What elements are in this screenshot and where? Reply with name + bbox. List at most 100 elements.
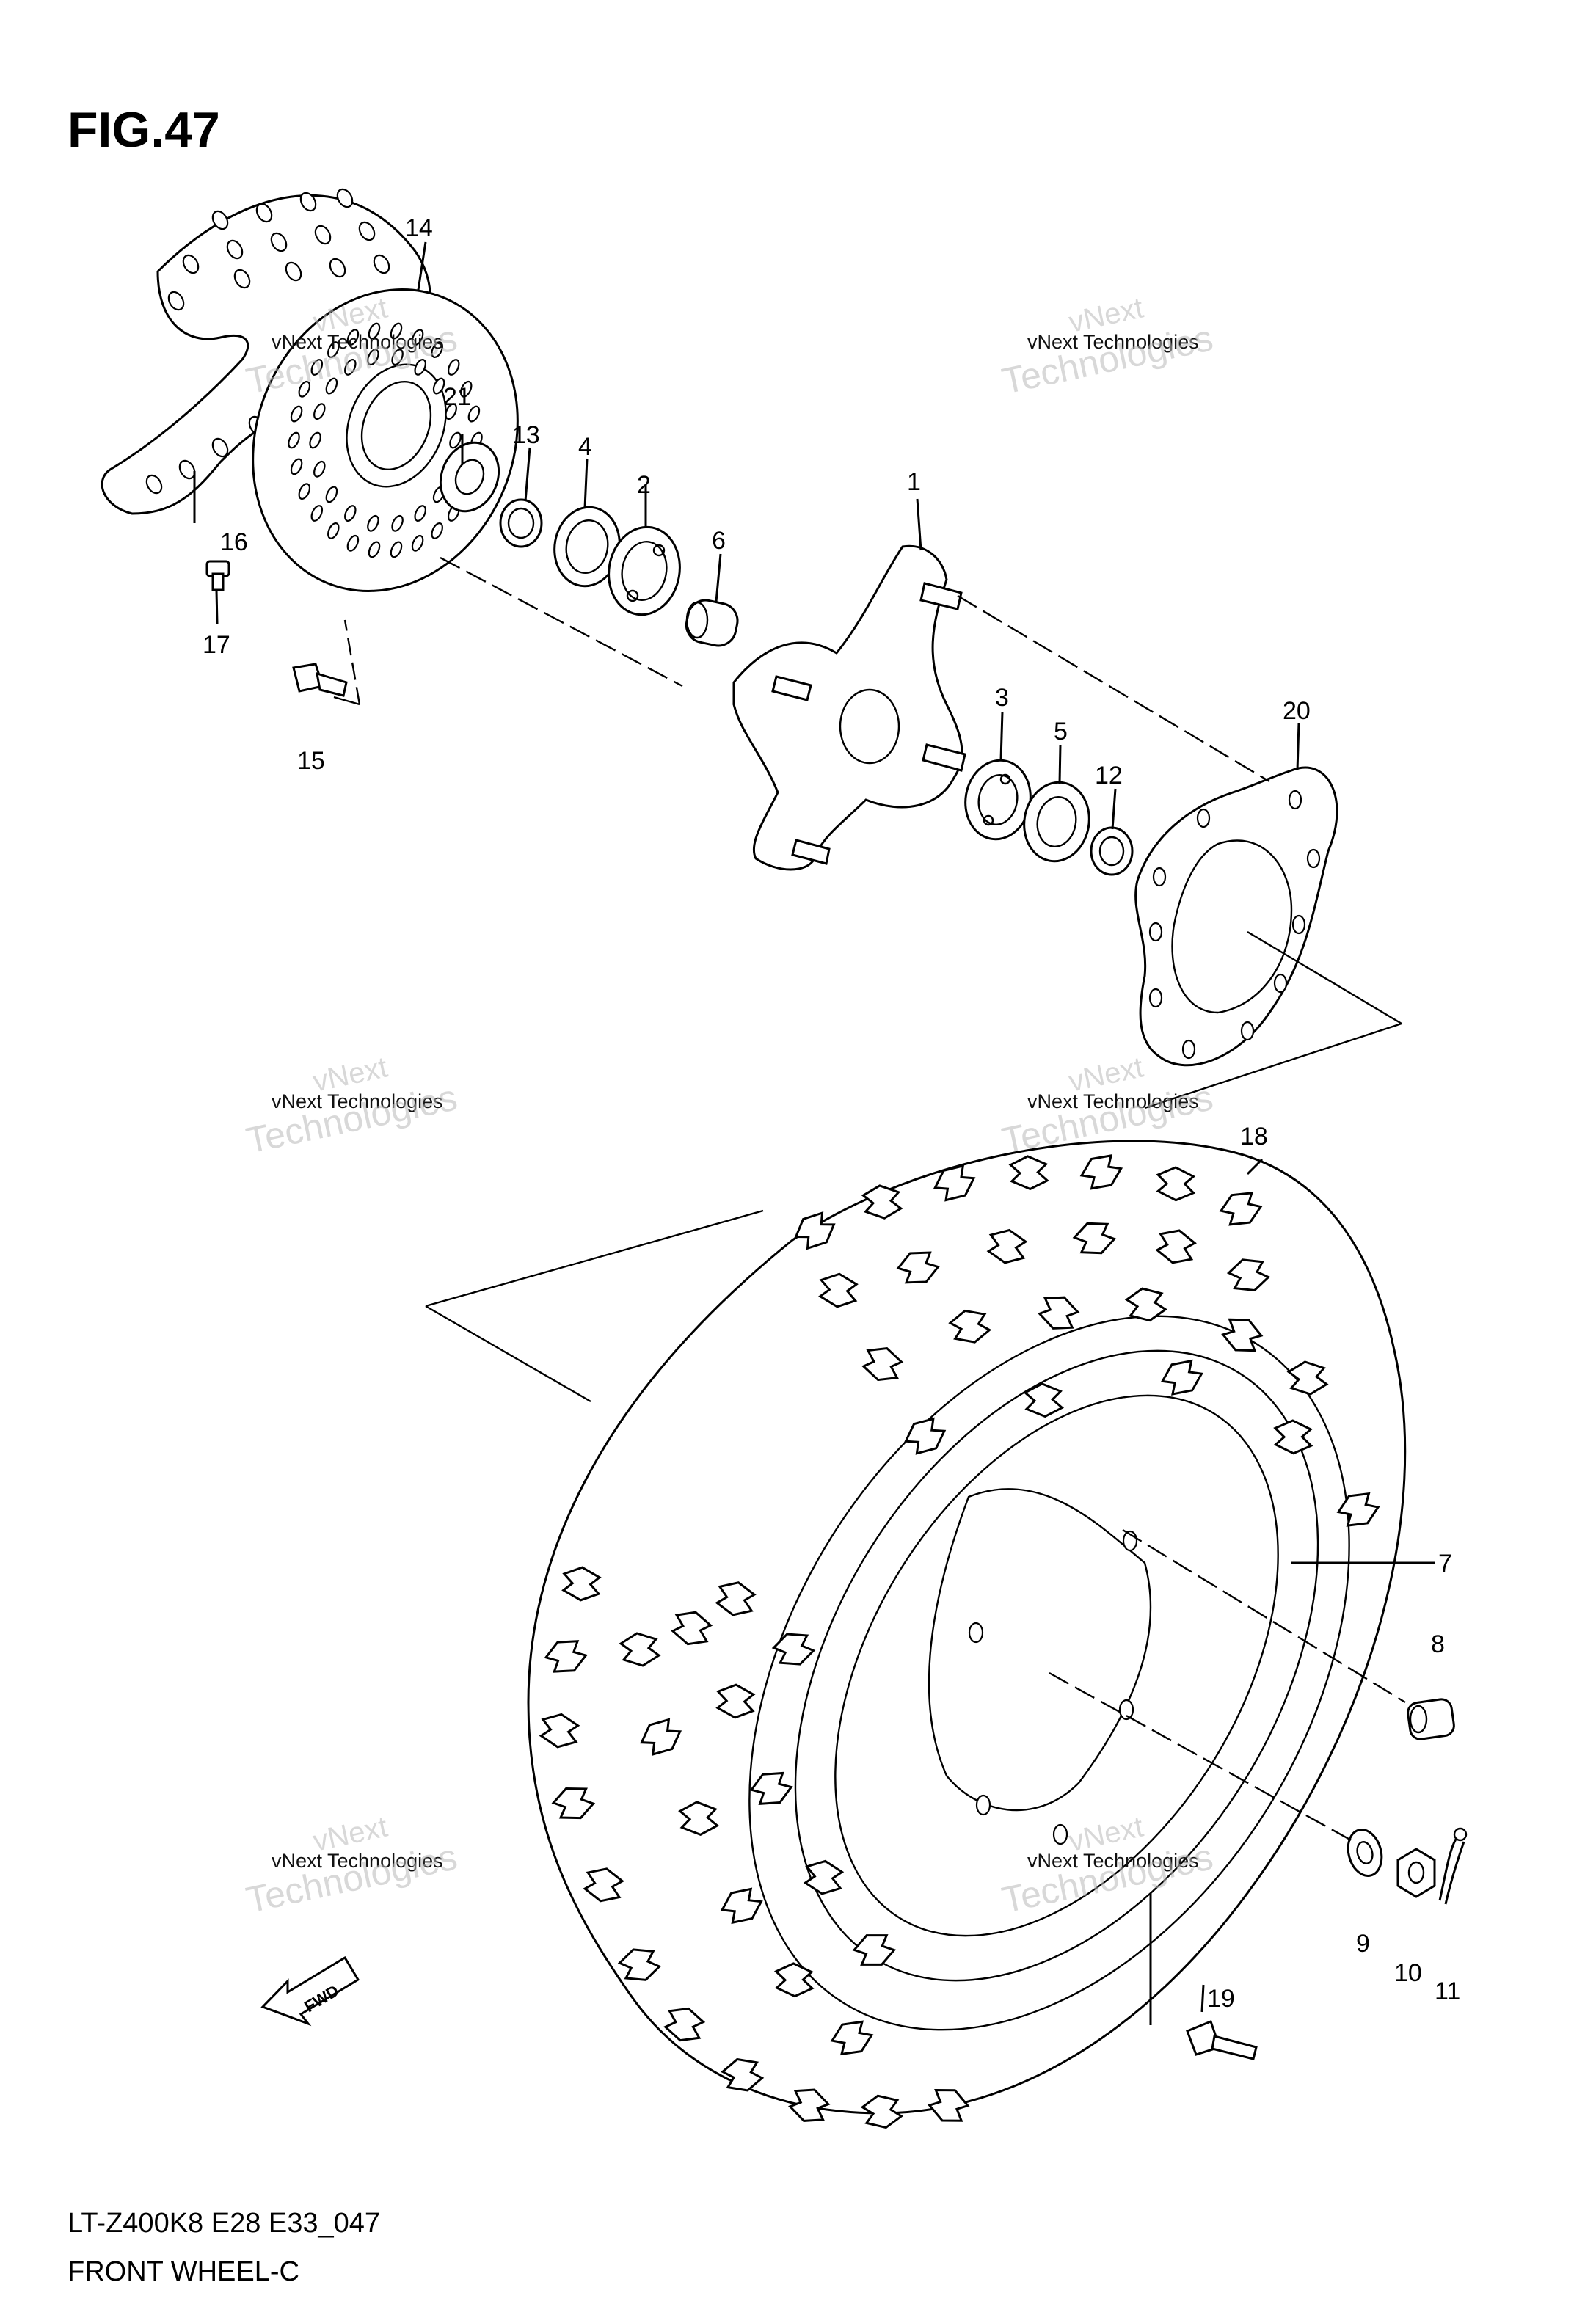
callout-5: 5: [1054, 718, 1068, 745]
disc-hole: [309, 431, 321, 449]
bearing-3-part: [964, 759, 1032, 841]
tread-block: [1226, 1258, 1271, 1292]
tread-block: [539, 1713, 580, 1749]
disc-hole: [290, 405, 303, 423]
tread-block: [1273, 1419, 1313, 1455]
guard-hole: [329, 258, 346, 278]
tread-block: [928, 2089, 970, 2122]
disc-hole: [325, 486, 338, 503]
disc-hole: [414, 359, 426, 376]
disc-hole: [327, 522, 340, 539]
tread-block: [721, 2057, 765, 2092]
disc-hole: [368, 322, 381, 340]
front-tire-part: [527, 1140, 1407, 2129]
tread-block: [1336, 1492, 1380, 1527]
tread-block: [1155, 1229, 1197, 1264]
callout-16: 16: [220, 528, 248, 556]
tread-block: [1038, 1296, 1080, 1330]
disc-hole: [449, 431, 462, 449]
tread-block: [1023, 1382, 1065, 1418]
model-code: LT-Z400K8 E28 E33_047: [68, 2208, 380, 2239]
tread-block: [1221, 1318, 1264, 1352]
tread-block: [788, 2088, 831, 2122]
disc-hole: [390, 541, 403, 558]
watermark-text: vNext Technologies: [272, 331, 443, 353]
tread-block: [933, 1164, 976, 1202]
guard-hole: [1306, 848, 1321, 869]
rim-hole: [1052, 1823, 1068, 1845]
disc-hole: [313, 460, 326, 478]
figure-title: FIG.47: [68, 102, 220, 158]
spacer-12-part: [1090, 826, 1134, 876]
guard-hole: [255, 203, 273, 223]
disc-hole: [445, 403, 457, 420]
washer-9-part: [1347, 1829, 1383, 1877]
callout-13: 13: [512, 421, 540, 449]
tread-block: [852, 1934, 897, 1966]
figure-caption: FRONT WHEEL-C: [68, 2256, 299, 2287]
spacer-13-part: [499, 498, 543, 548]
bolt-15-part: [292, 663, 348, 697]
valve-19-part: [1186, 2020, 1258, 2060]
guard-hole: [1288, 790, 1302, 810]
tread-block: [544, 1640, 588, 1673]
tread-block: [561, 1566, 602, 1602]
disc-hole: [391, 349, 404, 366]
disc-hole: [298, 483, 311, 500]
guard-hole: [1273, 973, 1288, 994]
tread-block: [1156, 1166, 1196, 1202]
disc-hole: [431, 522, 443, 539]
disc-hole: [414, 505, 426, 522]
disc-hole: [459, 380, 473, 398]
guard-hole: [1181, 1039, 1196, 1060]
tread-block: [860, 2094, 904, 2129]
tread-block: [794, 1211, 836, 1250]
disc-hole: [467, 405, 481, 423]
callout-8: 8: [1431, 1630, 1445, 1658]
disc-hole: [447, 359, 460, 376]
tread-block: [904, 1417, 947, 1455]
tread-block: [817, 1272, 859, 1308]
disc-hole: [431, 341, 443, 358]
guard-hole: [1291, 914, 1306, 935]
callout-7: 7: [1438, 1550, 1452, 1578]
tread-block: [1286, 1360, 1329, 1396]
guard-hole: [285, 261, 302, 282]
disc-hole: [327, 341, 340, 358]
tread-block: [948, 1309, 992, 1344]
guard-hole: [1196, 808, 1211, 828]
leader-lines: [193, 241, 1435, 2025]
disc-hole: [411, 329, 424, 346]
tread-block: [1160, 1359, 1203, 1396]
guard-hole: [1152, 867, 1167, 887]
disc-hole: [367, 349, 379, 366]
castle-nut-10-part: [1396, 1848, 1436, 1898]
guard-hole: [1148, 922, 1163, 942]
callout-14: 14: [405, 214, 433, 242]
guard-hole: [211, 210, 229, 230]
callout-18: 18: [1240, 1123, 1268, 1151]
disc-hole: [346, 534, 360, 552]
callout-6: 6: [712, 527, 726, 555]
tread-block: [583, 1867, 624, 1903]
disc-hole: [344, 359, 357, 376]
disc-hole: [298, 380, 311, 398]
disc-hole: [391, 514, 404, 532]
guard-hole: [211, 437, 229, 458]
disc-hole: [367, 514, 379, 532]
callout-12: 12: [1095, 762, 1123, 790]
disc-hole: [310, 505, 324, 522]
tread-block: [803, 1859, 845, 1895]
tread-block: [1008, 1155, 1049, 1191]
callout-1: 1: [907, 468, 921, 496]
tread-block: [640, 1718, 682, 1757]
tread-block: [773, 1962, 815, 1998]
tread-block: [861, 1184, 903, 1220]
guard-hole: [299, 192, 317, 212]
guard-hole: [314, 225, 332, 245]
tread-block: [617, 1948, 662, 1981]
tread-block: [1219, 1192, 1263, 1226]
guard-hole: [145, 474, 163, 495]
